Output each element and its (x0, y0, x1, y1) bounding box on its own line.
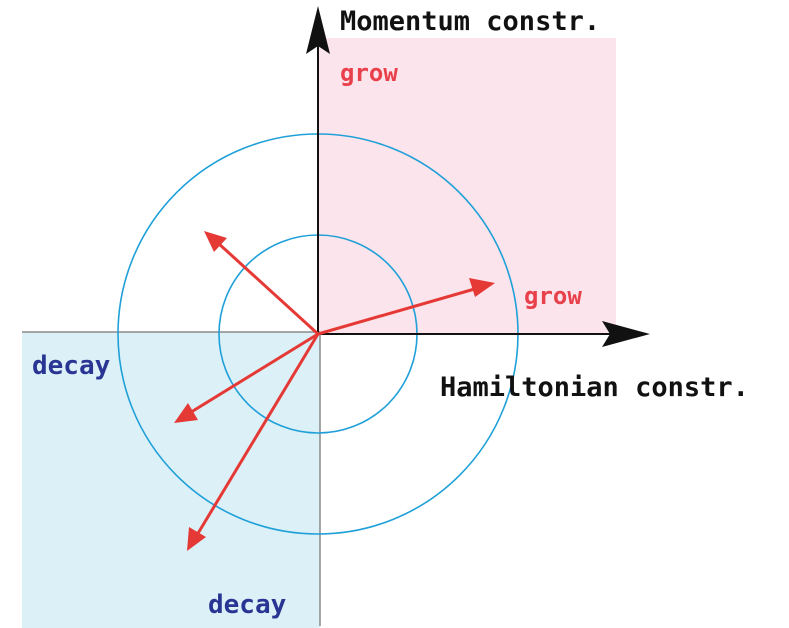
vector-down-left-arrowhead-icon (187, 527, 206, 551)
x-axis-arrowhead-icon (602, 321, 650, 347)
decay-region (22, 332, 320, 628)
vector-group (174, 231, 495, 551)
grow-label-top: grow (340, 59, 398, 87)
vector-down-left (195, 333, 320, 536)
grow-region (318, 38, 616, 334)
vector-lower-left (187, 332, 319, 416)
grow-label-right: grow (524, 282, 582, 310)
vector-lower-left-arrowhead-icon (174, 403, 198, 423)
vector-upper-left (216, 241, 320, 336)
decay-label-left: decay (32, 351, 110, 381)
decay-label-bottom: decay (208, 590, 286, 620)
y-axis-label: Momentum constr. (340, 6, 600, 37)
y-axis-arrowhead-icon (306, 6, 330, 54)
vector-right-arrowhead-icon (469, 278, 495, 297)
vector-upper-left-arrowhead-icon (204, 231, 227, 252)
vector-right (317, 286, 479, 336)
x-axis-label: Hamiltonian constr. (440, 372, 749, 403)
